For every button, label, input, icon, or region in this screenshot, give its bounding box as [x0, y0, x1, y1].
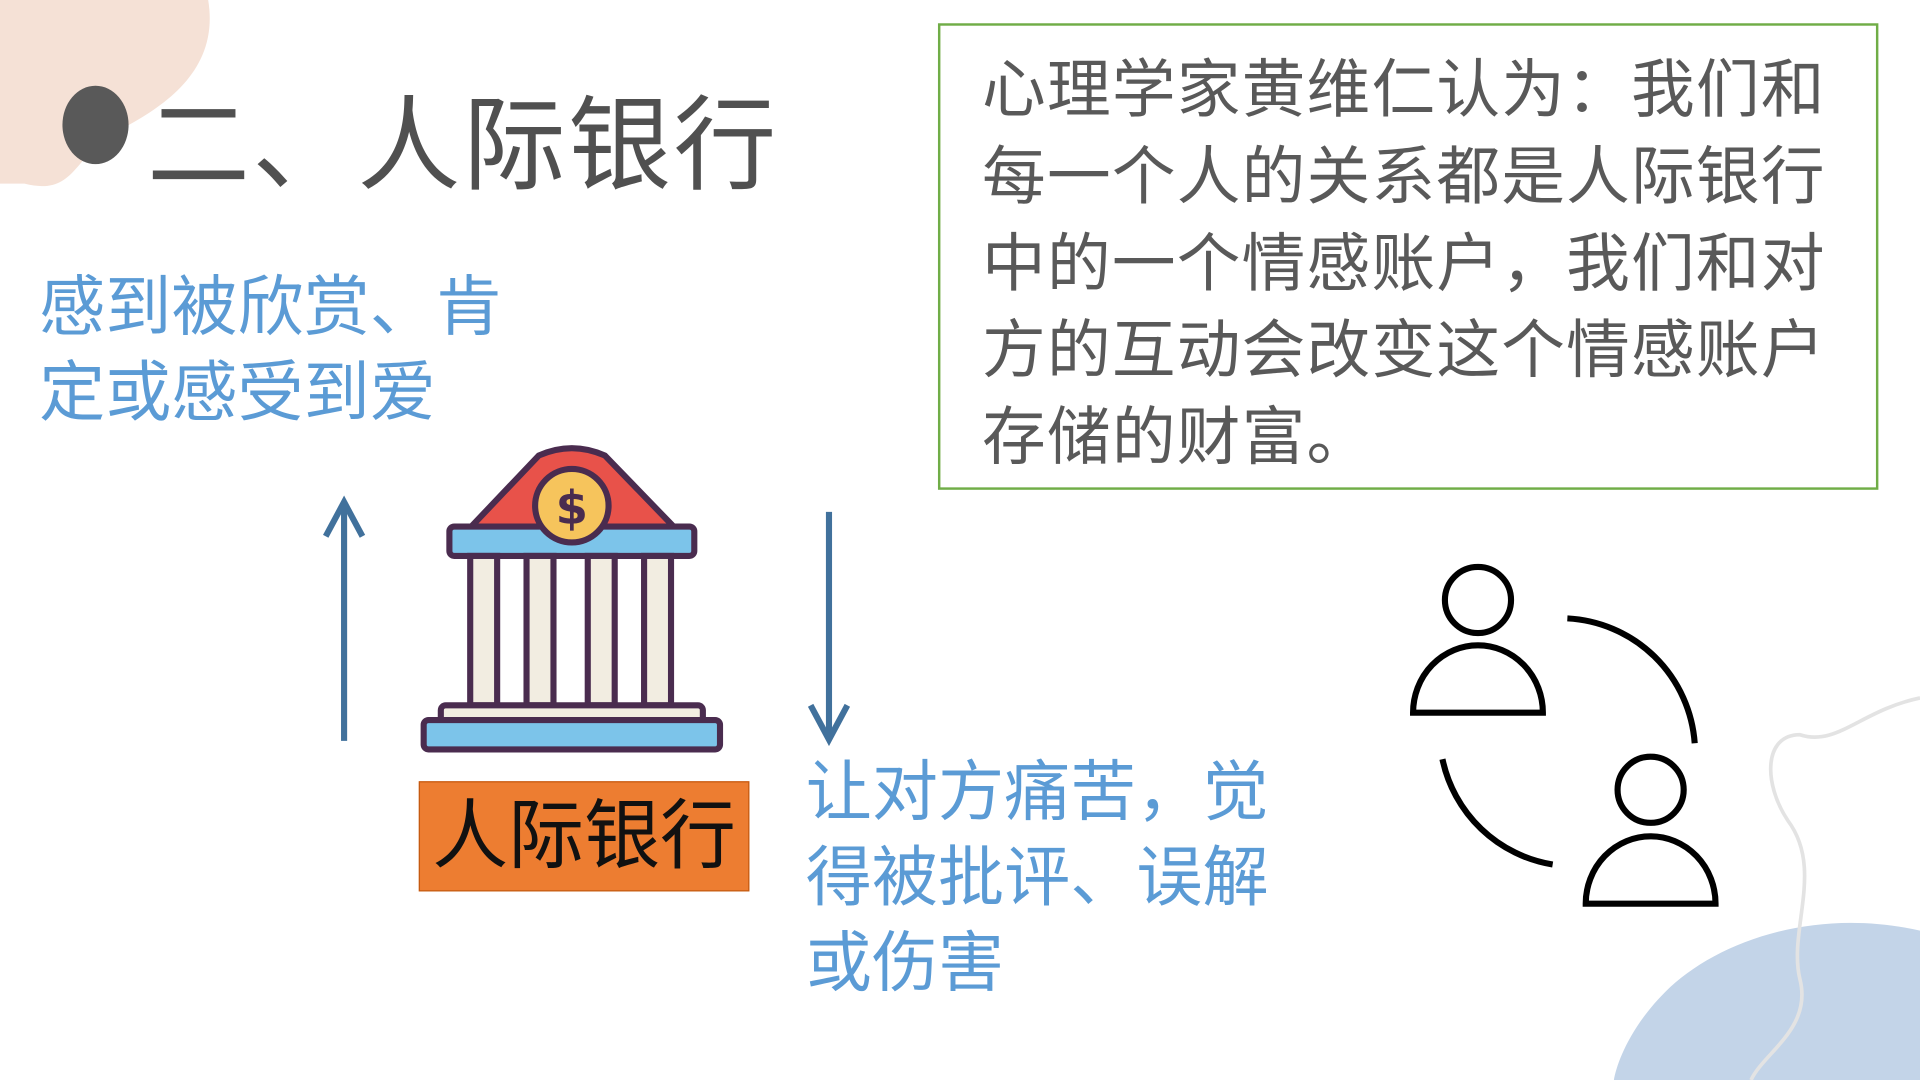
- quote-box: 心理学家黄维仁认为：我们和每一个人的关系都是人际银行中的一个情感账户，我们和对方…: [937, 23, 1879, 490]
- page-title: 二、人际银行: [146, 85, 779, 206]
- positive-deposit-text: 感到被欣赏、肯定或感受到爱: [39, 268, 503, 432]
- blue-blob: [1613, 922, 1920, 1080]
- bullet-dot: [62, 85, 129, 165]
- wavy-line: [1749, 696, 1920, 1080]
- svg-text:$: $: [556, 481, 588, 535]
- bank-icon: $: [420, 445, 724, 753]
- relationship-people-icon: [1410, 563, 1719, 907]
- negative-withdrawal-text: 让对方痛苦，觉得被批评、误解或伤害: [805, 753, 1269, 1002]
- down-arrow: [807, 511, 851, 747]
- up-arrow: [323, 495, 366, 741]
- bank-label: 人际银行: [418, 781, 750, 892]
